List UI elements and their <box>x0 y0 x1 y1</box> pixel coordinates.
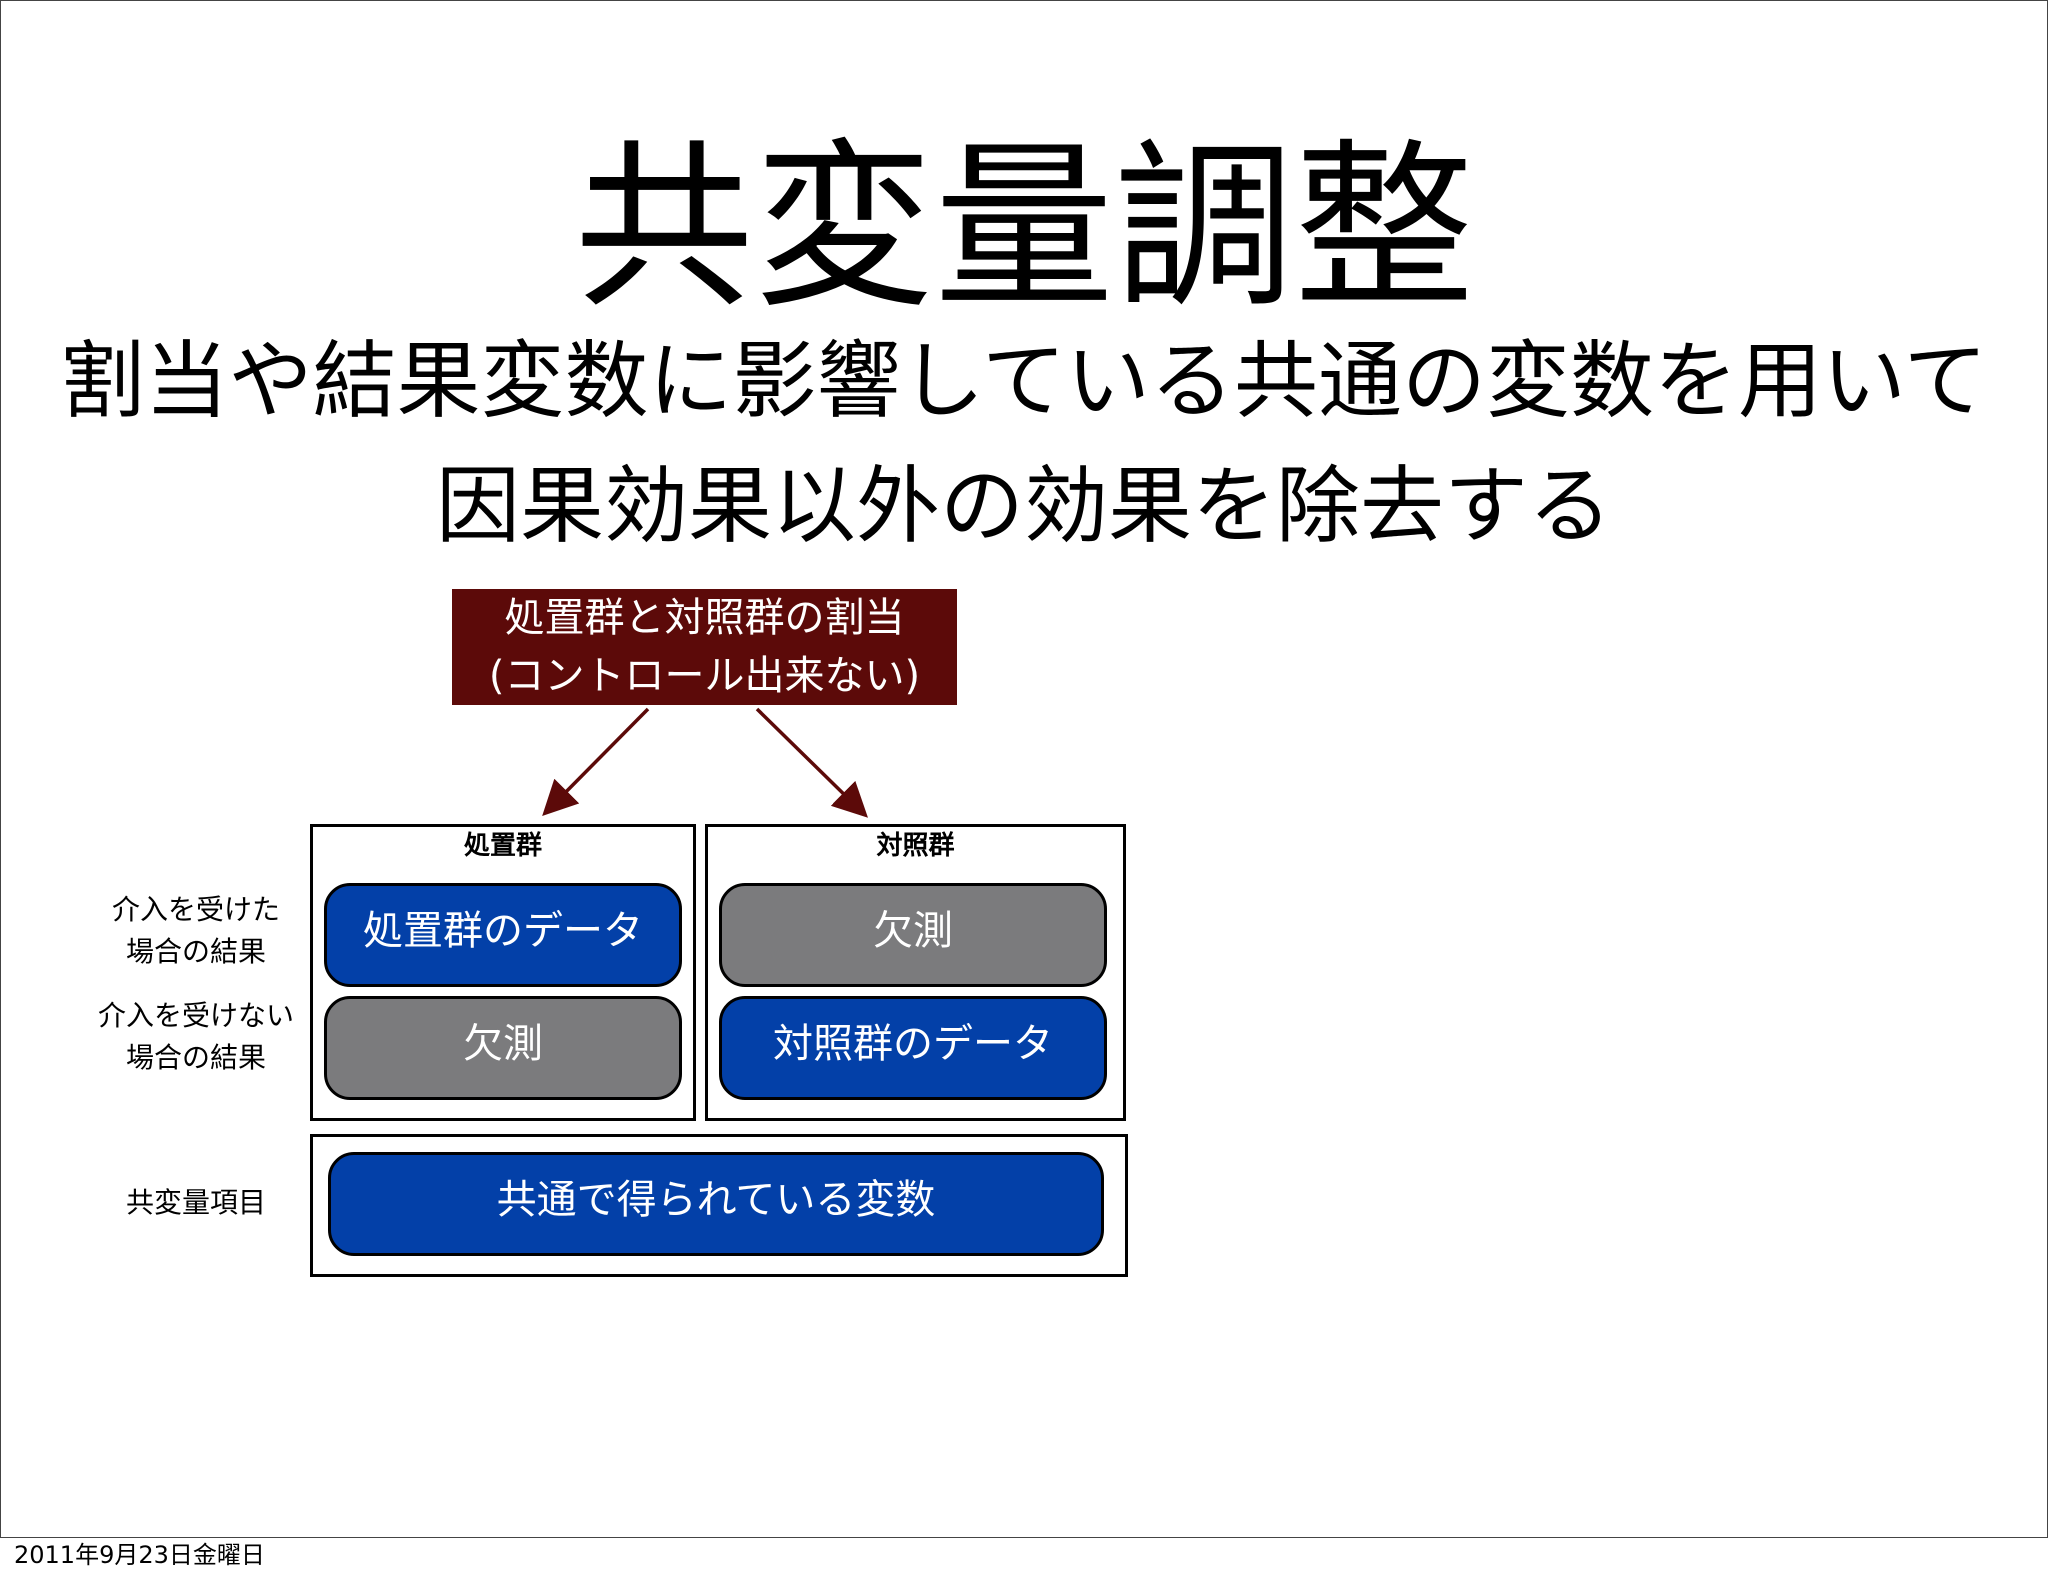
treatment-group-heading: 処置群 <box>463 831 542 861</box>
assignment-line-1: 処置群と対照群の割当 <box>504 595 905 641</box>
assignment-line-2: (コントロール出来ない) <box>488 653 921 699</box>
row-label-treated-line-2: 場合の結果 <box>125 935 266 968</box>
covariate-data-cell: 共通で得られている変数 <box>328 1152 1104 1256</box>
row-label-untreated-line-2: 場合の結果 <box>125 1041 266 1074</box>
row-label-covariate: 共変量項目 <box>125 1186 266 1219</box>
arrow-to-control <box>755 707 868 818</box>
treatment-data-cell: 処置群のデータ <box>324 883 682 987</box>
row-label-treated-line-1: 介入を受けた <box>111 893 280 926</box>
arrow-to-treatment <box>542 707 650 816</box>
assignment-box: 処置群と対照群の割当 (コントロール出来ない) <box>452 589 957 705</box>
row-label-treated-outcome: 介入を受けた 場合の結果 <box>86 889 306 973</box>
slide-subtitle-line-1: 割当や結果変数に影響している共通の変数を用いて <box>60 332 1988 430</box>
slide: 共変量調整 割当や結果変数に影響している共通の変数を用いて 因果効果以外の効果を… <box>0 0 2048 1538</box>
slide-title: 共変量調整 <box>573 124 1474 333</box>
row-label-untreated-outcome: 介入を受けない 場合の結果 <box>86 995 306 1079</box>
treatment-missing-cell: 欠測 <box>324 996 682 1100</box>
footer-date: 2011年9月23日金曜日 <box>14 1541 265 1569</box>
control-group-heading: 対照群 <box>876 831 955 861</box>
control-data-cell: 対照群のデータ <box>719 996 1107 1100</box>
row-label-untreated-line-1: 介入を受けない <box>97 999 294 1032</box>
control-missing-cell: 欠測 <box>719 883 1107 987</box>
slide-subtitle-line-2: 因果効果以外の効果を除去する <box>435 457 1612 555</box>
